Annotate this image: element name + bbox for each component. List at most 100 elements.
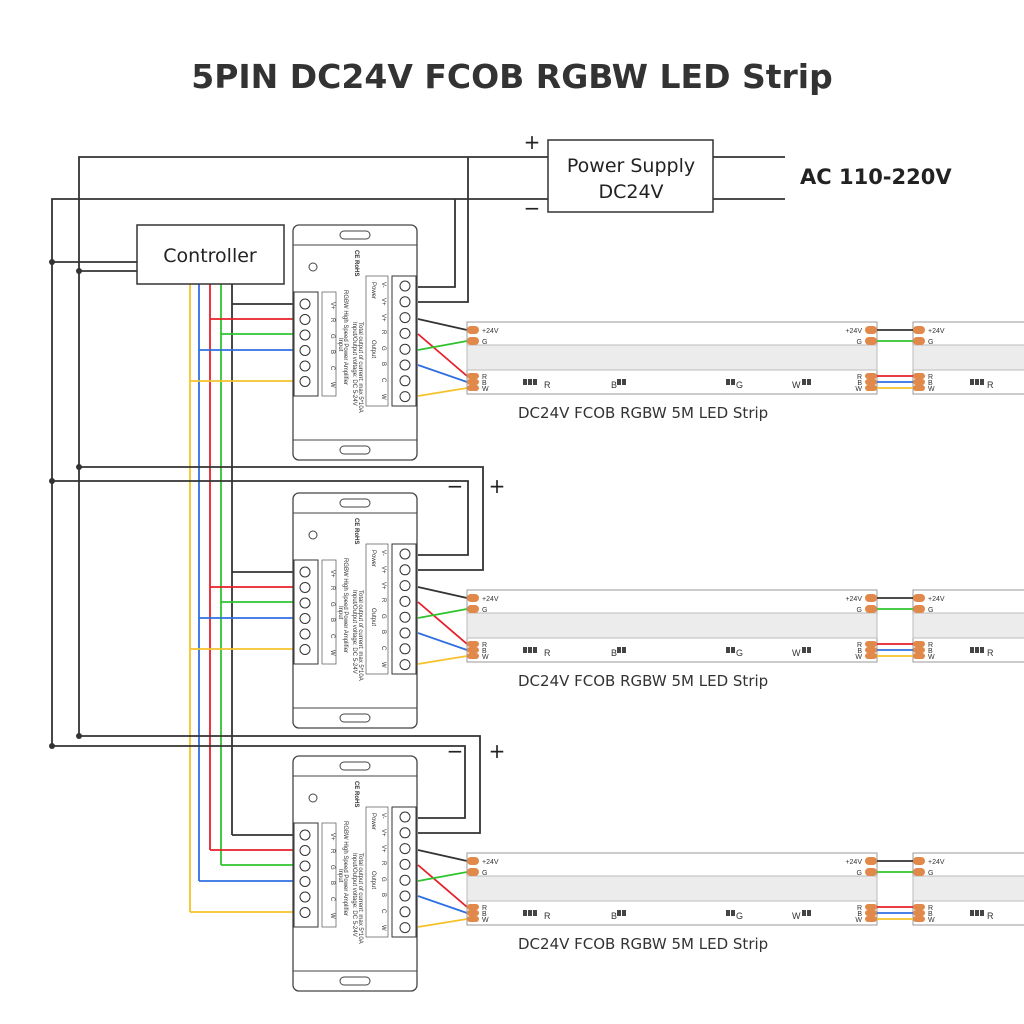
output-terminal-label: R xyxy=(380,598,386,603)
amplifier-spec: Total output of current: max 5*10A xyxy=(357,322,363,413)
screw-terminal xyxy=(399,858,411,870)
solder-pad xyxy=(865,916,877,922)
screw-terminal xyxy=(399,391,411,403)
amp-power-positive-wire xyxy=(79,735,481,834)
power-supply-voltage: DC24V xyxy=(598,181,663,203)
input-terminal-label: R xyxy=(329,318,335,323)
led-chip xyxy=(726,910,730,916)
output-positive-wire xyxy=(417,318,468,331)
segment-color-mark: R xyxy=(987,911,994,921)
pad-label: G xyxy=(928,607,933,614)
plus-mark: + xyxy=(524,130,541,154)
amplifier-spec: Input/Output voltage: DC 5-24V xyxy=(351,853,357,937)
screw-terminal xyxy=(399,874,411,886)
solder-pad xyxy=(467,910,479,916)
strip-phosphor xyxy=(466,875,878,902)
junction-dot xyxy=(49,478,55,484)
solder-pad xyxy=(913,647,925,653)
amplifier-body xyxy=(292,755,418,992)
output-terminal-label: V- xyxy=(380,282,386,288)
led-chip xyxy=(731,647,735,653)
pad-label: B xyxy=(928,380,933,387)
output-terminal-label: G xyxy=(380,346,386,351)
screw-terminal xyxy=(299,376,311,387)
junction-dot xyxy=(49,743,55,749)
screw-terminal xyxy=(399,643,411,655)
led-chip xyxy=(731,910,735,916)
wires xyxy=(49,156,785,928)
input-terminal-label: C xyxy=(329,897,335,902)
screw-terminal xyxy=(299,613,311,624)
screw-terminal xyxy=(399,811,411,823)
amp-power-positive-wire xyxy=(418,157,469,303)
output-terminal-label: V- xyxy=(380,813,386,819)
amplifier-body xyxy=(292,492,418,729)
output-terminal-label: G xyxy=(380,614,386,619)
amplifier-body xyxy=(292,224,418,461)
amplifier-spec: Total output of current: max 5*10A xyxy=(357,590,363,681)
screw-terminal xyxy=(399,280,411,292)
solder-pad xyxy=(467,594,479,602)
segment-color-mark: R xyxy=(544,648,551,658)
strip-phosphor xyxy=(912,875,1024,902)
screw-terminal xyxy=(299,891,311,903)
pad-label: W xyxy=(855,386,862,393)
output-label: Output xyxy=(370,340,376,358)
screw-terminal xyxy=(299,582,311,593)
pad-label: B xyxy=(928,648,933,655)
screw-terminal xyxy=(399,922,411,934)
screw-terminal xyxy=(299,360,311,372)
solder-pad xyxy=(467,904,479,910)
solder-pad xyxy=(467,326,479,334)
solder-pad xyxy=(865,910,877,916)
output-green-wire xyxy=(417,608,468,619)
solder-pad xyxy=(865,373,877,379)
output-terminal-label: B xyxy=(380,893,386,897)
screw-terminal xyxy=(399,296,411,308)
input-terminal-label: V+ xyxy=(329,302,335,310)
input-label: Input xyxy=(337,869,343,883)
solder-pad xyxy=(467,385,479,391)
input-terminal-label: W xyxy=(329,913,335,919)
input-terminal-label: V+ xyxy=(329,570,335,578)
pad-label: R xyxy=(482,642,487,649)
pad-label: W xyxy=(928,654,935,661)
solder-pad xyxy=(865,326,877,334)
solder-pad xyxy=(467,647,479,653)
input-terminal-block xyxy=(293,291,319,397)
input-terminal-label: G xyxy=(329,602,335,607)
output-positive-wire xyxy=(417,849,468,862)
segment-color-mark: R xyxy=(544,380,551,390)
solder-pad xyxy=(913,653,925,659)
output-yellow-wire xyxy=(417,387,468,397)
output-terminal-label: W xyxy=(380,925,386,931)
input-terminal-label: C xyxy=(329,634,335,639)
amplifier-spec: Total output of current: max 5*10A xyxy=(357,853,363,944)
brand-logo-icon xyxy=(308,262,318,272)
pad-label: W xyxy=(855,654,862,661)
input-label-panel xyxy=(321,822,337,928)
solder-pad xyxy=(913,385,925,391)
output-yellow-wire xyxy=(417,655,468,665)
segment-color-mark: W xyxy=(792,380,801,390)
output-terminal-block xyxy=(391,275,417,407)
amp-plus-mark: + xyxy=(489,739,506,763)
solder-pad xyxy=(865,868,877,876)
input-terminal-label: R xyxy=(329,849,335,854)
pad-label: G xyxy=(857,607,862,614)
pad-label: R xyxy=(857,642,862,649)
screw-terminal xyxy=(299,329,311,341)
solder-pad xyxy=(865,337,877,345)
amplifier-spec: Input/Output voltage: DC 5-24V xyxy=(351,590,357,674)
certification-marks: CE RoHS xyxy=(353,250,359,276)
pad-label: B xyxy=(928,911,933,918)
certification-marks: CE RoHS xyxy=(353,781,359,807)
screw-terminal xyxy=(399,580,411,592)
pad-label: W xyxy=(928,386,935,393)
strip-phosphor xyxy=(912,612,1024,639)
amplifier-name: RGBW High Speed Power Amplifier xyxy=(342,290,348,385)
pad-label: +24V xyxy=(482,596,499,603)
segment-color-mark: R xyxy=(987,380,994,390)
input-terminal-block xyxy=(293,822,319,928)
